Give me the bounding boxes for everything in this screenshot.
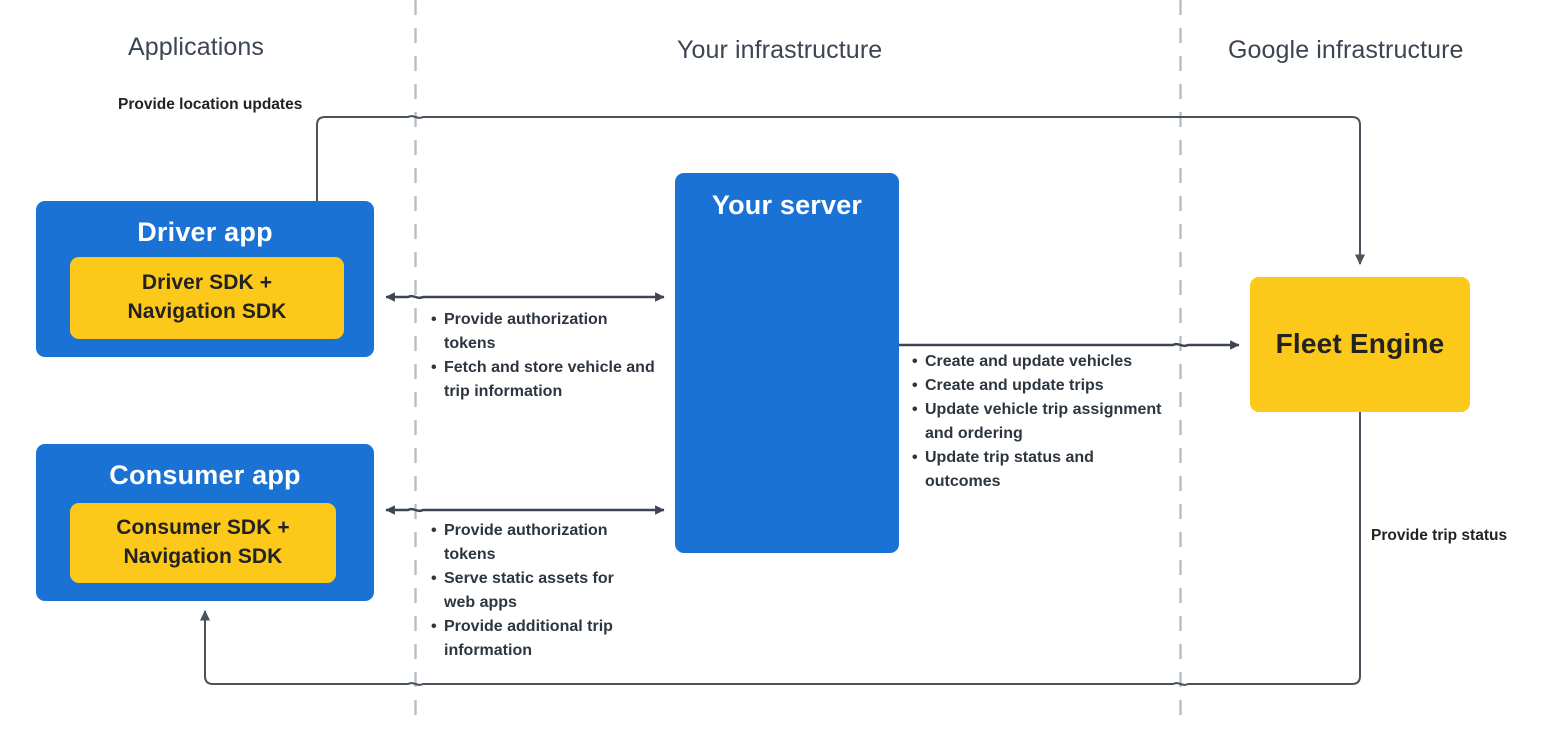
- wire-trip-status: [200, 412, 1361, 686]
- your-server-title: Your server: [711, 190, 863, 220]
- node-consumer-sdk[interactable]: Consumer SDK + Navigation SDK: [70, 503, 336, 583]
- label-provide-location-updates: Provide location updates: [118, 96, 303, 113]
- lane-title-your-infrastructure: Your infrastructure: [677, 36, 883, 64]
- lane-title-applications: Applications: [128, 33, 265, 61]
- list-item: Provide additional trip information: [431, 615, 636, 663]
- label-provide-trip-status: Provide trip status: [1371, 527, 1508, 544]
- list-item: Create and update vehicles: [912, 350, 1162, 374]
- list-item: Update trip status and outcomes: [912, 446, 1162, 494]
- driver-sdk-label: Driver SDK + Navigation SDK: [127, 271, 287, 323]
- driver-app-title: Driver app: [137, 217, 273, 247]
- list-item: Update vehicle trip assignment and order…: [912, 398, 1162, 446]
- list-item: Serve static assets for web apps: [431, 567, 636, 615]
- fleet-engine-title: Fleet Engine: [1275, 328, 1445, 359]
- wire-driver-server: [385, 292, 665, 302]
- bullets-consumer-server: Provide authorization tokens Serve stati…: [431, 519, 636, 663]
- wire-location-updates: [316, 115, 1365, 265]
- list-item: Fetch and store vehicle and trip informa…: [431, 356, 656, 404]
- bullets-server-fleet: Create and update vehicles Create and up…: [912, 350, 1162, 494]
- consumer-sdk-label: Consumer SDK + Navigation SDK: [116, 516, 290, 568]
- list-item: Provide authorization tokens: [431, 308, 656, 356]
- node-your-server[interactable]: Your server: [675, 173, 899, 553]
- node-fleet-engine[interactable]: Fleet Engine: [1250, 277, 1470, 412]
- lane-title-google-infrastructure: Google infrastructure: [1228, 36, 1464, 64]
- node-driver-sdk[interactable]: Driver SDK + Navigation SDK: [70, 257, 344, 339]
- list-item: Provide authorization tokens: [431, 519, 636, 567]
- list-item: Create and update trips: [912, 374, 1162, 398]
- bullets-driver-server: Provide authorization tokens Fetch and s…: [431, 308, 656, 404]
- wire-server-fleet: [898, 340, 1240, 350]
- wire-consumer-server: [385, 505, 665, 515]
- consumer-app-title: Consumer app: [109, 460, 301, 490]
